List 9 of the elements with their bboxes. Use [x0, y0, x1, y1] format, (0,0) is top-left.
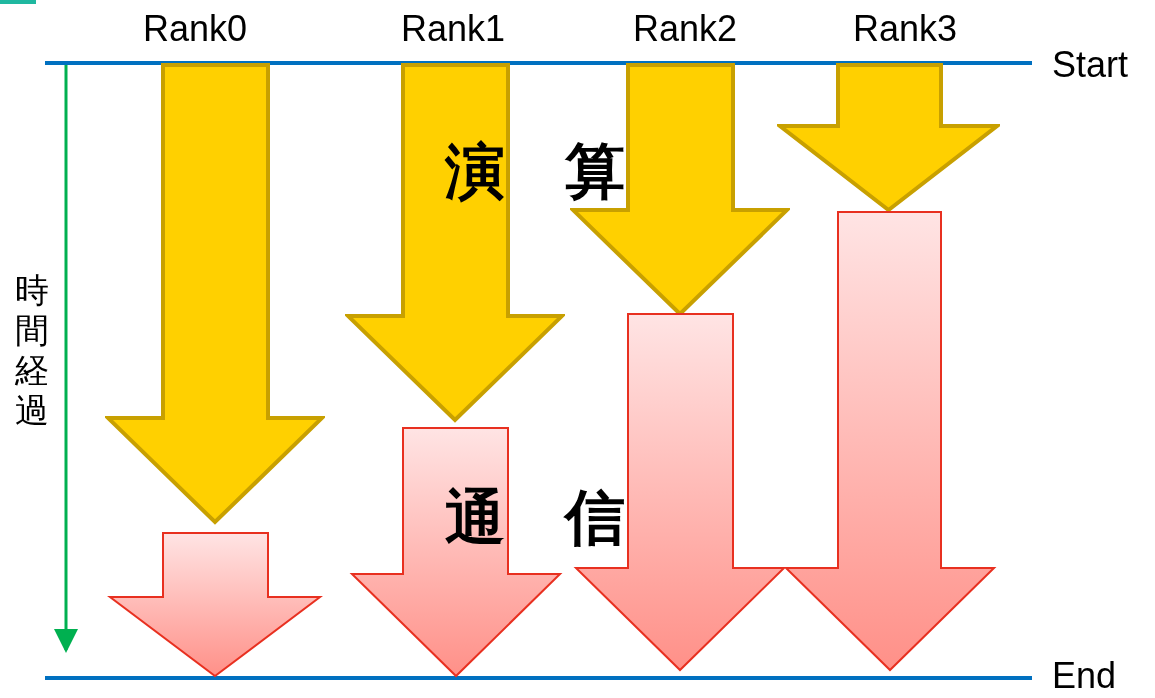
phase-label: 通 信 [445, 481, 625, 554]
start-label: Start [1052, 44, 1129, 86]
phase-label: 演 算 [445, 135, 625, 208]
rank-label: Rank0 [141, 8, 249, 50]
end-label: End [1052, 655, 1117, 697]
rank-label: Rank2 [631, 8, 739, 50]
axis-label: 時間経過 [14, 270, 50, 430]
rank-label: Rank1 [399, 8, 507, 50]
rank-label: Rank3 [851, 8, 959, 50]
